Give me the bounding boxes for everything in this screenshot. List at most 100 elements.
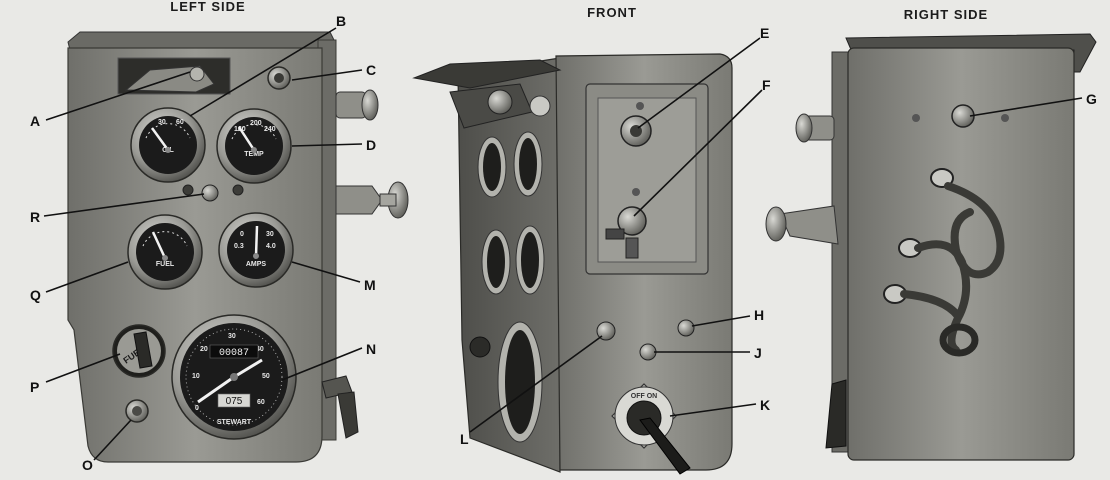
callout-h: H xyxy=(754,307,764,323)
side-lever-handle xyxy=(337,391,359,439)
ammeter-needle xyxy=(254,225,259,257)
indicator-light-right xyxy=(232,184,244,196)
speedometer-needle-tail xyxy=(233,358,263,379)
oil-tick-high: 60 xyxy=(176,119,184,126)
callout-a: A xyxy=(30,113,40,129)
callout-l: L xyxy=(460,431,469,447)
leader-m xyxy=(291,261,361,283)
callout-b: B xyxy=(336,13,346,29)
leader-p xyxy=(45,353,121,383)
speed-tick-0: 0 xyxy=(195,405,199,412)
callout-lines xyxy=(43,27,1083,461)
front-light-h xyxy=(677,319,695,337)
callout-letters: A B C D E F G H J K L M N O P Q R xyxy=(30,13,1097,473)
speedometer-needle xyxy=(197,375,235,404)
leader-a xyxy=(45,71,191,121)
front-light-j xyxy=(639,343,657,361)
ammeter-tick-left: 0.3 xyxy=(234,243,244,250)
temperature-gauge: 160 200 240 TEMP xyxy=(216,108,292,184)
ammeter-tick-right: 4.0 xyxy=(266,243,276,250)
front-lid xyxy=(412,59,562,89)
leader-g xyxy=(969,97,1083,117)
side-knob-lower-stem xyxy=(379,193,397,207)
fuel-switch-lever xyxy=(133,331,153,369)
speed-tick-60: 60 xyxy=(257,399,265,406)
leader-l xyxy=(469,335,603,433)
temp-gauge-needle xyxy=(237,126,256,151)
fuel-switch: FUEL xyxy=(112,324,166,378)
ignition-switch-label: OFF ON xyxy=(631,393,657,400)
right-side-title: RIGHT SIDE xyxy=(904,7,988,22)
leader-o xyxy=(93,419,132,461)
leader-q xyxy=(45,261,129,293)
callout-m: M xyxy=(364,277,376,293)
leader-h xyxy=(691,315,751,327)
window-screw xyxy=(189,66,205,82)
indicator-light-center xyxy=(201,184,219,202)
side-knob-lower xyxy=(335,185,383,215)
ignition-lever xyxy=(639,417,691,475)
temp-gauge-label: TEMP xyxy=(244,151,264,158)
ignition-switch: OFF ON xyxy=(611,383,691,475)
callout-r: R xyxy=(30,209,40,225)
ammeter-gauge: 0 30 0.3 4.0 AMPS xyxy=(218,212,294,288)
front-switch-f xyxy=(617,206,647,236)
indicator-light-left xyxy=(182,184,194,196)
leader-d xyxy=(291,143,363,147)
speedometer-maker: STEWART xyxy=(217,419,252,426)
side-knob-upper-cap xyxy=(361,89,379,121)
cable-grommet xyxy=(939,323,979,357)
temp-tick-high: 240 xyxy=(264,126,276,133)
leader-r xyxy=(43,193,205,217)
callout-e: E xyxy=(760,25,769,41)
speed-tick-40: 40 xyxy=(256,346,264,353)
leader-n xyxy=(281,347,363,381)
ammeter-tick-right-top: 30 xyxy=(266,231,274,238)
oil-tick-low: 30 xyxy=(158,119,166,126)
fuel-gauge: FUEL xyxy=(127,214,203,290)
side-fuel-switch xyxy=(469,336,491,358)
front-switch-knob xyxy=(487,89,513,115)
trip-reading: 075 xyxy=(226,396,243,407)
leader-b xyxy=(189,27,337,117)
callout-q: Q xyxy=(30,287,41,303)
odometer-reading: 00087 xyxy=(219,348,249,359)
ammeter-tick-left-top: 0 xyxy=(240,231,244,238)
speed-tick-20: 20 xyxy=(200,346,208,353)
callout-j: J xyxy=(754,345,762,361)
callout-c: C xyxy=(366,62,376,78)
temp-tick-mid: 200 xyxy=(250,120,262,127)
cable-bottom xyxy=(900,290,962,320)
front-indicator-lens xyxy=(529,95,551,117)
callout-d: D xyxy=(366,137,376,153)
callout-n: N xyxy=(366,341,376,357)
leader-e xyxy=(637,37,761,129)
front-title: FRONT xyxy=(587,5,637,20)
ammeter-label: AMPS xyxy=(246,261,267,268)
right-side-knob-lower xyxy=(779,205,839,245)
callout-p: P xyxy=(30,379,39,395)
cable-loop-upper xyxy=(944,182,1005,279)
leader-c xyxy=(291,69,363,81)
right-side-view xyxy=(765,33,1097,461)
oil-gauge-needle xyxy=(150,127,170,151)
callout-o: O xyxy=(82,457,93,473)
speedometer: 0 10 20 30 40 50 60 00087 075 STEWART xyxy=(171,314,297,440)
leader-k xyxy=(669,403,757,417)
front-view: OFF ON xyxy=(412,53,733,475)
speed-tick-50: 50 xyxy=(262,373,270,380)
trip-window xyxy=(217,393,251,408)
speed-tick-10: 10 xyxy=(192,373,200,380)
dimmer-button-center xyxy=(132,406,142,416)
left-lid xyxy=(67,31,335,51)
speed-tick-30: 30 xyxy=(228,333,236,340)
cable-loop-middle xyxy=(914,240,971,354)
odometer-window xyxy=(209,344,259,359)
oil-gauge: 30 60 OIL xyxy=(130,107,206,183)
panel-light-button-center xyxy=(274,73,284,83)
left-side-title: LEFT SIDE xyxy=(170,0,245,14)
right-side-lever xyxy=(825,379,847,449)
fuel-gauge-needle xyxy=(151,231,167,259)
callout-g: G xyxy=(1086,91,1097,107)
